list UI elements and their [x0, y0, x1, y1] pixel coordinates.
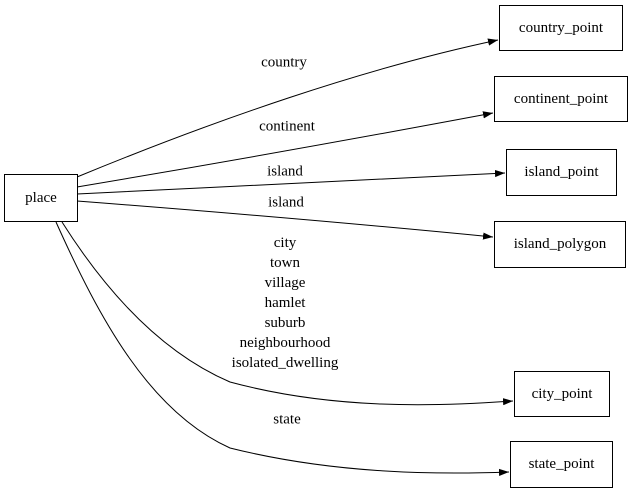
edge-label-suburb: suburb	[264, 315, 306, 331]
edge-label-island-polygon: island	[268, 194, 304, 211]
node-city-point-label: city_point	[531, 385, 593, 402]
node-island-point: island_point	[506, 149, 617, 196]
node-place-label: place	[25, 189, 57, 206]
node-island-polygon-label: island_polygon	[513, 236, 607, 252]
edge-label-continent: continent	[259, 118, 315, 135]
edge-place-continent-point	[76, 111, 494, 188]
edge-label-country: country	[261, 54, 307, 71]
edge-place-island-polygon	[76, 200, 494, 240]
edge-place-country-point	[76, 38, 499, 178]
edge-label-city: city	[273, 235, 297, 251]
node-place: place	[4, 174, 78, 222]
edge-place-state-point	[55, 221, 510, 476]
node-continent-point: continent_point	[494, 76, 628, 122]
edge-label-hamlet: hamlet	[264, 295, 306, 311]
node-country-point: country_point	[499, 5, 623, 51]
node-island-point-label: island_point	[524, 164, 599, 180]
node-city-point: city_point	[514, 371, 610, 417]
node-state-point-label: state_point	[528, 456, 595, 472]
edge-label-neighbourhood: neighbourhood	[239, 335, 331, 351]
edge-label-island-point: island	[267, 163, 303, 180]
edge-place-city-point	[61, 221, 514, 406]
edge-label-state: state	[273, 411, 301, 428]
edge-label-city-group: city town village hamlet suburb neighbou…	[232, 233, 339, 373]
edge-label-town: town	[270, 255, 300, 271]
edge-label-village: village	[264, 275, 306, 291]
node-island-polygon: island_polygon	[494, 221, 626, 268]
node-state-point: state_point	[510, 441, 613, 488]
node-country-point-label: country_point	[518, 19, 604, 36]
edge-label-isolated-dwelling: isolated_dwelling	[231, 355, 339, 371]
edge-place-island-point	[76, 169, 506, 195]
node-continent-point-label: continent_point	[513, 90, 609, 107]
